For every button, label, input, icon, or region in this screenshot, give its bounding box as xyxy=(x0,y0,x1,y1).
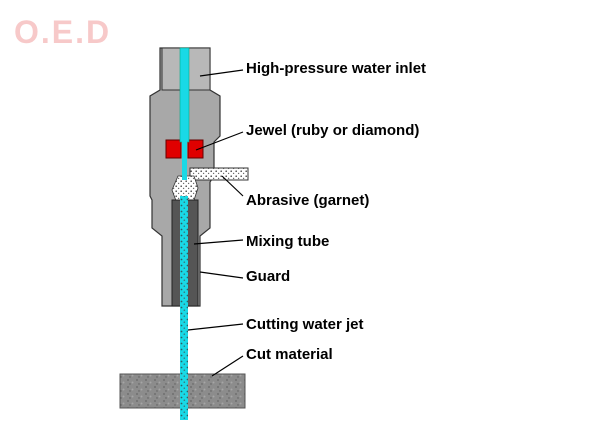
water-through-jewel xyxy=(182,140,187,180)
oed-logo: O.E.D xyxy=(14,14,112,50)
leader-jewel xyxy=(195,131,244,151)
label-abrasive: Abrasive (garnet) xyxy=(246,192,370,209)
cutting-water-jet xyxy=(180,196,188,420)
label-inlet: High-pressure water inlet xyxy=(246,60,427,77)
label-jewel: Jewel (ruby or diamond) xyxy=(246,122,420,139)
label-jet: Cutting water jet xyxy=(246,316,364,333)
leader-mixing-tube xyxy=(193,239,244,245)
label-mixing-tube: Mixing tube xyxy=(246,233,330,250)
jewel-right xyxy=(187,139,204,159)
abrasive-feed-pipe xyxy=(189,167,249,181)
label-guard: Guard xyxy=(246,268,291,285)
jewel-left xyxy=(165,139,182,159)
water-channel xyxy=(179,47,190,143)
leader-inlet xyxy=(199,69,244,77)
leader-abrasive xyxy=(221,175,244,197)
leader-jet xyxy=(187,323,244,331)
leader-guard xyxy=(199,271,244,279)
leader-material xyxy=(211,355,244,377)
label-material: Cut material xyxy=(246,346,333,363)
